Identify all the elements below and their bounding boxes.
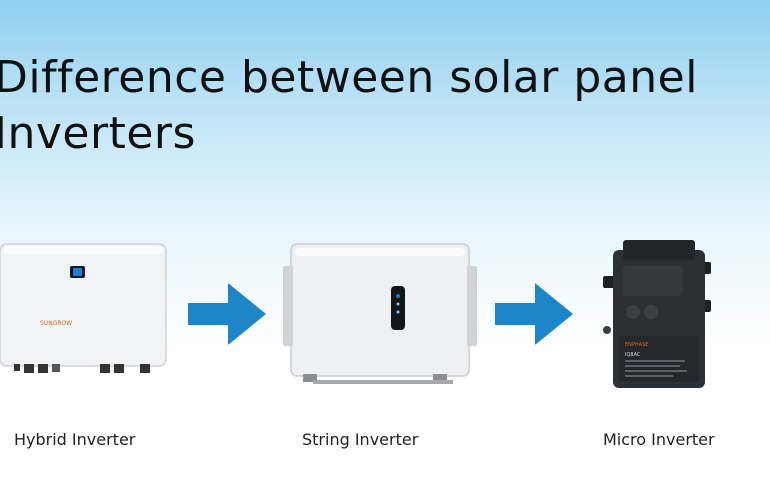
micro-inverter-label: Micro Inverter [603,430,715,449]
micro-inverter-image: ENPHASE IQ8AC [603,240,711,388]
hybrid-inverter-label: Hybrid Inverter [14,430,136,449]
arrow-right-icon [188,283,266,345]
title-line-1: Difference between solar panel [0,52,698,103]
title-line-2: Inverters [0,108,196,159]
hybrid-inverter-image: SUNGROW [0,243,167,373]
page-title: Difference between solar panel Inverters [0,50,770,162]
micro-model-text: IQ8AC [625,352,641,358]
string-inverter-label: String Inverter [302,430,419,449]
string-inverter-image [283,243,477,384]
micro-brand-text: ENPHASE [625,342,648,348]
arrow-right-icon [495,283,573,345]
hybrid-brand-text: SUNGROW [40,320,72,327]
